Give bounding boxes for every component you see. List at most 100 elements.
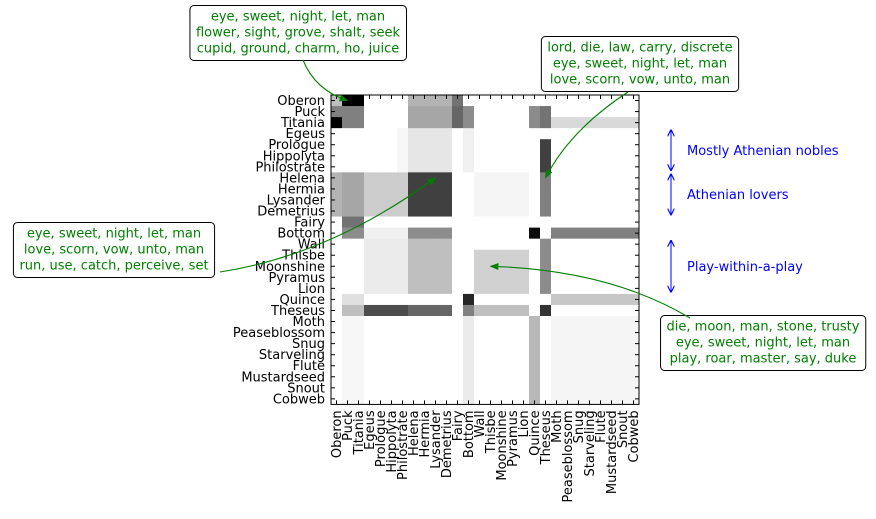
heatmap-cell: [419, 106, 431, 118]
heatmap-cell: [617, 349, 629, 361]
heatmap-cell: [386, 304, 398, 317]
heatmap-cell: [408, 371, 420, 383]
group-bracket: Athenian lovers: [671, 174, 789, 214]
heatmap-cell: [353, 128, 365, 140]
annotation-text: eye, sweet, night, let, man: [553, 57, 727, 72]
heatmap-cell: [551, 393, 563, 405]
heatmap-cell: [474, 150, 486, 162]
y-tick-label: Flute: [293, 359, 325, 374]
x-tick-label: Helena: [407, 410, 422, 456]
heatmap-cell: [408, 282, 420, 295]
heatmap-cell: [342, 393, 354, 405]
heatmap-cell: [463, 172, 475, 184]
heatmap-cell: [628, 117, 640, 129]
heatmap-cell: [419, 271, 431, 284]
heatmap-cell: [606, 304, 618, 317]
y-tick-label: Egeus: [286, 127, 326, 142]
heatmap-cell: [419, 183, 431, 195]
heatmap-cell: [529, 205, 541, 217]
heatmap-cell: [474, 349, 486, 361]
heatmap-cell: [540, 183, 552, 195]
y-tick-label: Helena: [279, 171, 325, 186]
heatmap-cell: [496, 293, 508, 306]
heatmap-cell: [353, 95, 365, 107]
heatmap-cell: [452, 249, 464, 262]
heatmap-cell: [485, 349, 497, 361]
heatmap-cell: [375, 128, 387, 140]
heatmap-cell: [353, 194, 365, 206]
heatmap-cell: [441, 194, 453, 206]
heatmap-cell: [628, 249, 640, 262]
heatmap-cell: [529, 304, 541, 317]
heatmap-cell: [397, 205, 409, 217]
heatmap-cell: [485, 316, 497, 328]
heatmap-cell: [628, 172, 640, 184]
heatmap-cell: [628, 293, 640, 306]
heatmap-cell: [628, 216, 640, 228]
heatmap-cell: [342, 227, 354, 239]
heatmap-cell: [606, 216, 618, 228]
heatmap-cell: [617, 371, 629, 383]
heatmap-cell: [562, 338, 574, 350]
heatmap-cell: [430, 106, 442, 118]
heatmap-cell: [606, 327, 618, 339]
heatmap-cell: [375, 382, 387, 394]
heatmap-cell: [606, 161, 618, 173]
heatmap-cell: [573, 161, 585, 173]
heatmap-cell: [540, 106, 552, 118]
heatmap-cell: [375, 117, 387, 129]
heatmap-cell: [507, 183, 519, 195]
heatmap-cell: [419, 139, 431, 151]
heatmap-cell: [397, 216, 409, 228]
heatmap-cell: [474, 238, 486, 251]
heatmap-cell: [507, 371, 519, 383]
heatmap-cell: [408, 95, 420, 107]
heatmap-cell: [441, 150, 453, 162]
heatmap-cell: [353, 227, 365, 239]
group-label: Mostly Athenian nobles: [687, 144, 839, 159]
heatmap-cell: [518, 194, 530, 206]
heatmap-cell: [342, 304, 354, 317]
x-tick-label: Snout: [616, 410, 631, 448]
heatmap-cell: [485, 95, 497, 107]
x-tick-label: Prologue: [374, 410, 389, 467]
heatmap-cell: [375, 205, 387, 217]
heatmap-cell: [595, 249, 607, 262]
heatmap-cell: [342, 282, 354, 295]
heatmap-cell: [408, 393, 420, 405]
heatmap-cell: [496, 282, 508, 295]
heatmap-cell: [562, 172, 574, 184]
heatmap-cell: [331, 183, 343, 195]
heatmap-cell: [441, 205, 453, 217]
heatmap-cell: [485, 271, 497, 284]
heatmap-cell: [386, 150, 398, 162]
heatmap-cell: [408, 327, 420, 339]
heatmap-cell: [518, 371, 530, 383]
heatmap-cell: [606, 128, 618, 140]
heatmap-cell: [474, 260, 486, 273]
heatmap-cell: [463, 293, 475, 306]
x-tick-label: Thisbe: [484, 410, 499, 454]
heatmap-cell: [573, 150, 585, 162]
heatmap-cell: [507, 238, 519, 251]
heatmap-cell: [408, 128, 420, 140]
heatmap-cell: [518, 271, 530, 284]
y-tick-label: Titania: [280, 116, 325, 131]
heatmap-cell: [419, 371, 431, 383]
heatmap-cell: [562, 128, 574, 140]
heatmap-cell: [474, 382, 486, 394]
heatmap-cell: [397, 161, 409, 173]
heatmap-cell: [397, 271, 409, 284]
heatmap-cell: [529, 150, 541, 162]
heatmap-cell: [463, 327, 475, 339]
heatmap-cell: [386, 194, 398, 206]
heatmap-cell: [364, 327, 376, 339]
heatmap-cell: [507, 216, 519, 228]
heatmap-cell: [628, 316, 640, 328]
heatmap-cell: [507, 327, 519, 339]
heatmap-cell: [375, 371, 387, 383]
heatmap-cell: [331, 95, 343, 107]
heatmap-cell: [397, 282, 409, 295]
heatmap-cell: [474, 316, 486, 328]
heatmap-cell: [617, 128, 629, 140]
